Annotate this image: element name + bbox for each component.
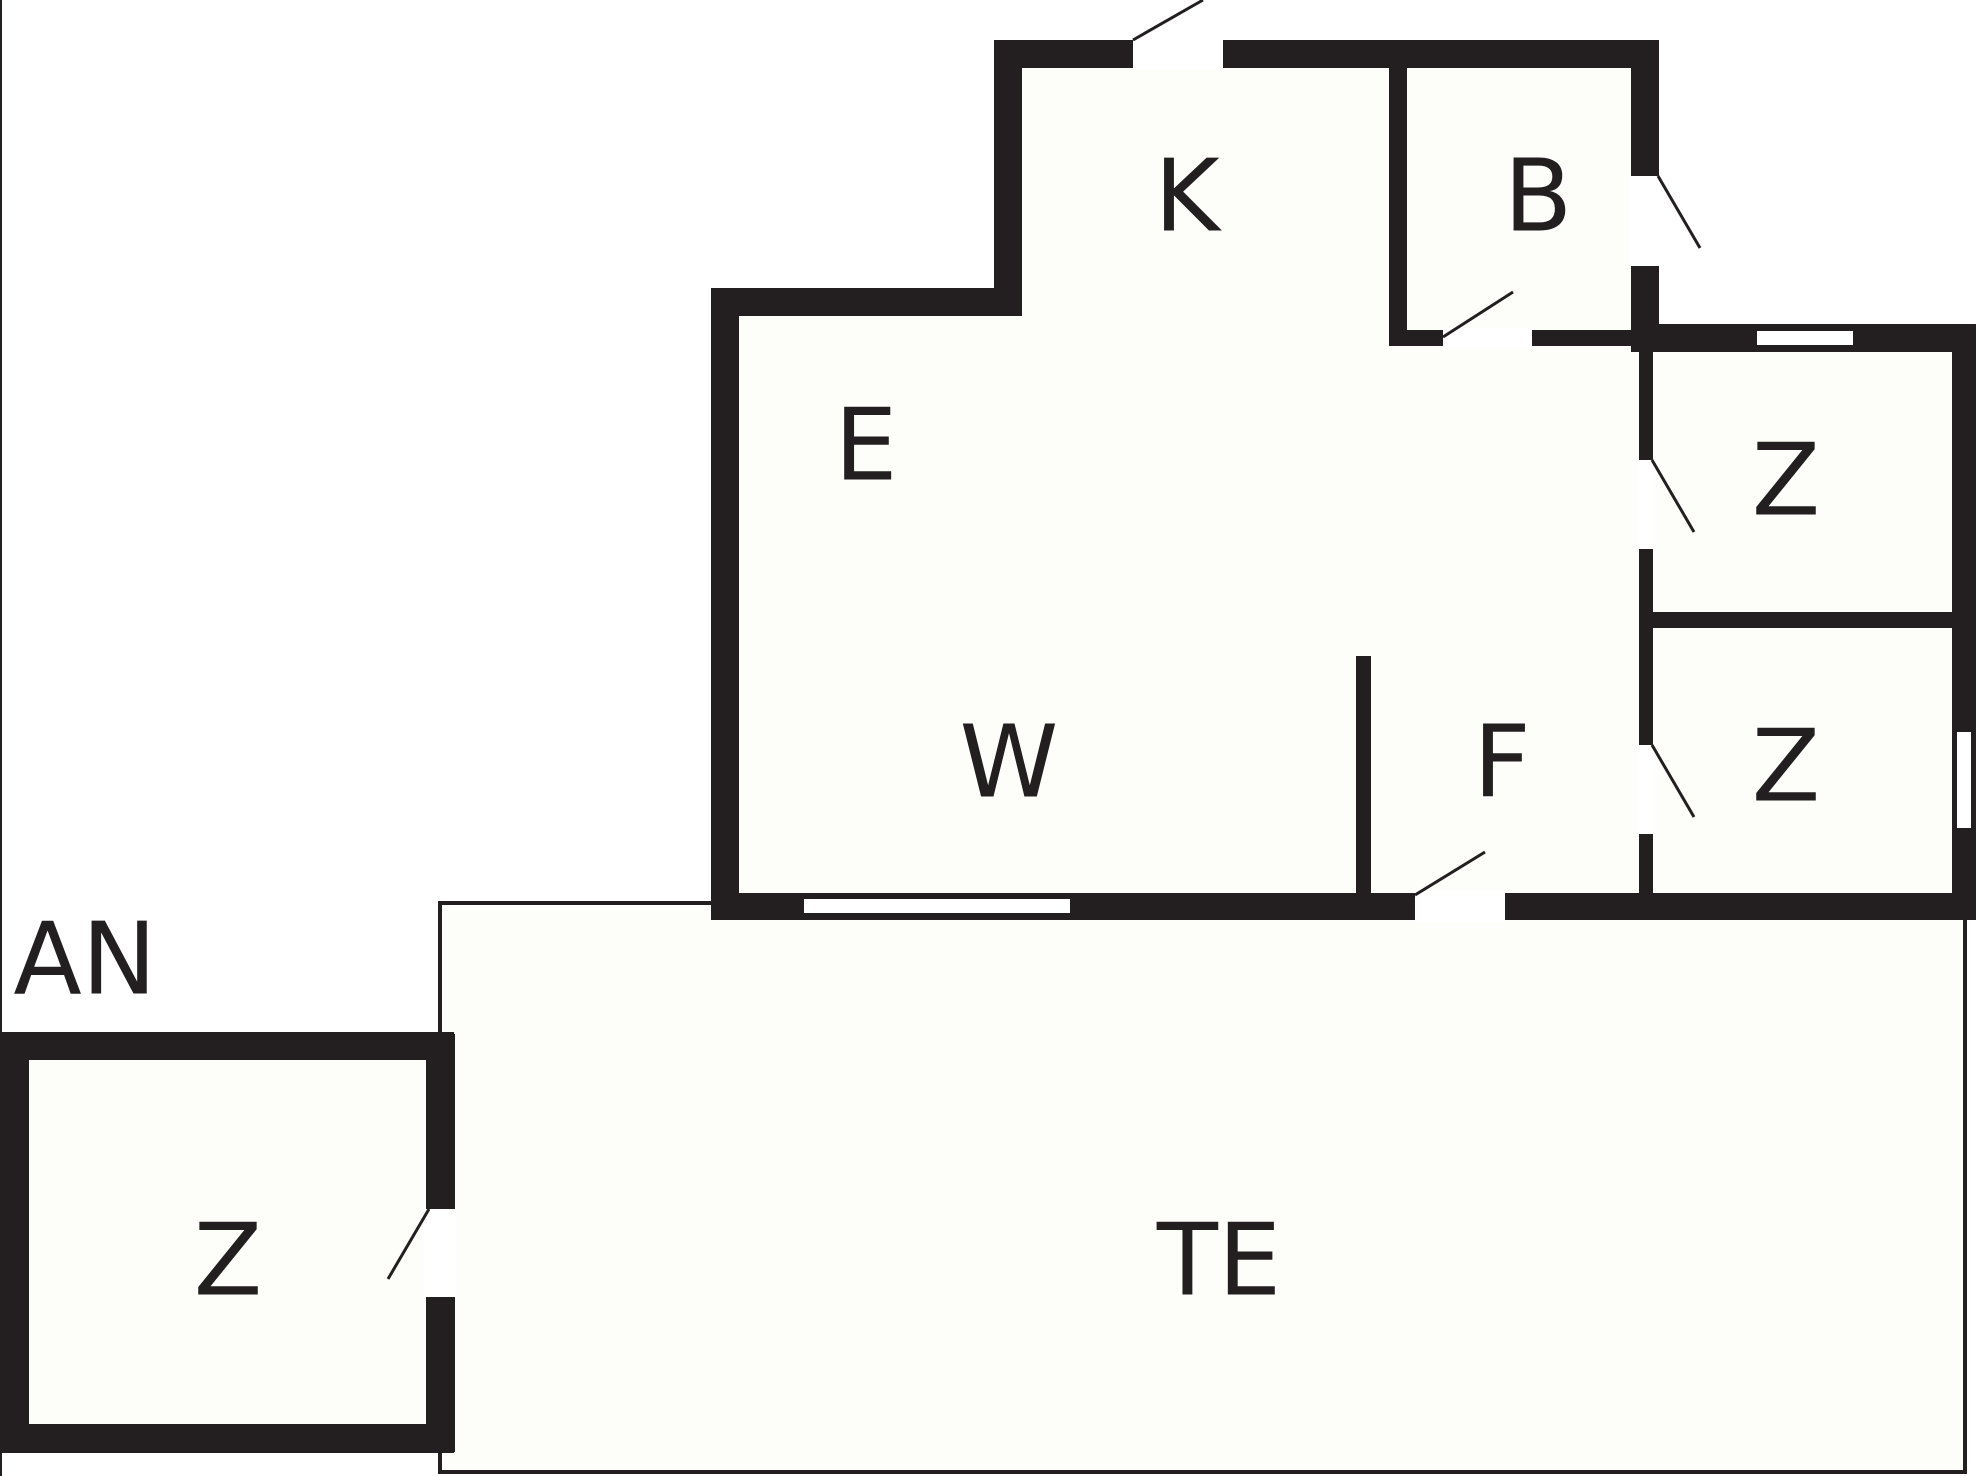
label-terrace: TE (1156, 1202, 1281, 1319)
label-bedroom-lower-right: Z (1752, 708, 1821, 825)
door-swing-kitchen-top (1132, 0, 1204, 42)
wall-bedroom-divider (1639, 612, 1962, 628)
door-swings (386, 0, 1702, 1280)
window-bedroom-upper-top (1757, 331, 1853, 345)
label-hallway: F (1473, 704, 1531, 821)
label-outbuilding-room: Z (194, 1202, 263, 1319)
outbuilding-floor (14, 1046, 440, 1444)
label-living: W (960, 704, 1059, 821)
openings (424, 38, 1971, 1297)
window-bedroom-lower-right (1957, 732, 1971, 828)
door-swing-bath-bottom (1442, 290, 1514, 339)
window-living-bottom (804, 899, 1070, 913)
wall-living-hallway-partition (1356, 656, 1371, 900)
house-floor (724, 56, 1965, 893)
wall-left-outbuilding (0, 1032, 29, 1453)
door-gap-kitchen-top (1133, 38, 1223, 70)
door-gap-bath-right (1629, 176, 1661, 266)
wall-left-living (711, 288, 739, 920)
door-gap-hallway-bottom (1415, 891, 1505, 922)
label-entrance: E (834, 387, 897, 504)
wall-top-outbuilding (0, 1032, 454, 1060)
frame-left-line (0, 0, 2, 1476)
door-swing-bath-right (1656, 175, 1702, 249)
wall-top-kitchen-bath (994, 40, 1659, 68)
door-swing-bedroom-lower (1650, 744, 1696, 818)
door-gap-bedroom-lower (1637, 745, 1655, 834)
door-swing-bedroom-upper (1650, 459, 1696, 533)
door-gap-bath-bottom (1443, 328, 1532, 348)
wall-bottom-outbuilding (0, 1424, 454, 1453)
door-gap-outbuilding (424, 1209, 456, 1297)
wall-kitchen-bath-divider (1389, 62, 1407, 345)
label-bathroom: B (1504, 138, 1573, 255)
label-kitchen: K (1154, 138, 1222, 255)
door-swing-hallway-bottom (1414, 850, 1486, 897)
label-bedroom-upper-right: Z (1752, 422, 1821, 539)
door-gap-bedroom-upper (1637, 460, 1655, 549)
terrace-outline (438, 901, 1967, 1474)
label-outbuilding: AN (13, 901, 156, 1018)
wall-top-entrance (711, 288, 1022, 316)
wall-left-kitchen (994, 40, 1022, 316)
door-swing-outbuilding (386, 1208, 431, 1280)
